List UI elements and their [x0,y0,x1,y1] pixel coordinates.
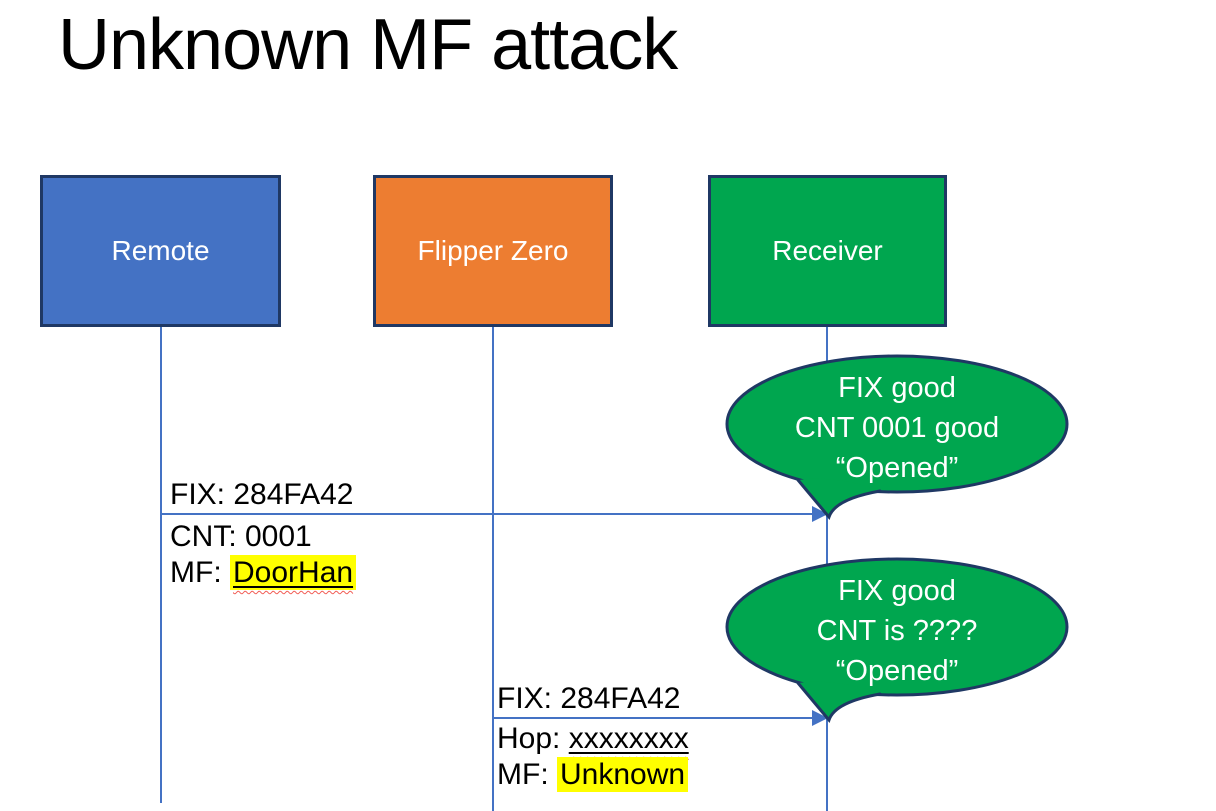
callout1-line2: CNT 0001 good [794,412,1000,444]
actor-label-remote: Remote [111,235,210,266]
actor-label-flipper-zero: Flipper Zero [417,235,569,266]
lifeline-flipper-zero [492,327,494,811]
message1-line-fix: FIX: 284FA42 [170,478,354,511]
callout2-line2: CNT is ???? [816,615,978,647]
callout2-text: FIX good CNT is ???? “Opened” [727,571,1067,691]
lifeline-remote [160,327,162,803]
callout2-line1: FIX good [838,575,956,607]
slide-title: Unknown MF attack [58,5,678,85]
message2-arrow-line [493,717,814,719]
actor-box-remote: Remote [40,175,281,327]
actor-label-receiver: Receiver [772,235,883,266]
message2-hop-label: Hop: [497,722,569,755]
message1-mf-label: MF: [170,556,230,589]
message1-line-cnt: CNT: 0001 [170,520,312,553]
message2-hop-value-underline: xxxxxxxx [569,722,689,755]
actor-box-receiver: Receiver [708,175,947,327]
message1-mf-value-highlight: DoorHan [230,555,357,590]
message2-line-hop: Hop: xxxxxxxx [497,722,689,756]
callout1-bubble-shape [725,354,1069,521]
callout1-line3: “Opened” [835,452,959,484]
message1-line-mf: MF: DoorHan [170,555,357,590]
callout1-line1: FIX good [838,372,956,404]
callout2-bubble-shape [725,557,1069,724]
message1-mf-value: DoorHan [233,556,354,589]
message2-mf-value: Unknown [560,758,686,791]
message1-arrow-line [161,513,814,515]
actor-box-flipper-zero: Flipper Zero [373,175,613,327]
message2-hop-value: xxxxxxxx [568,722,689,755]
callout2-line3: “Opened” [835,655,959,687]
callout1-text: FIX good CNT 0001 good “Opened” [727,368,1067,488]
message2-line-fix: FIX: 284FA42 [497,682,681,715]
message2-line-mf: MF: Unknown [497,757,689,792]
message2-mf-label: MF: [497,758,557,791]
message2-mf-value-highlight: Unknown [557,757,689,792]
